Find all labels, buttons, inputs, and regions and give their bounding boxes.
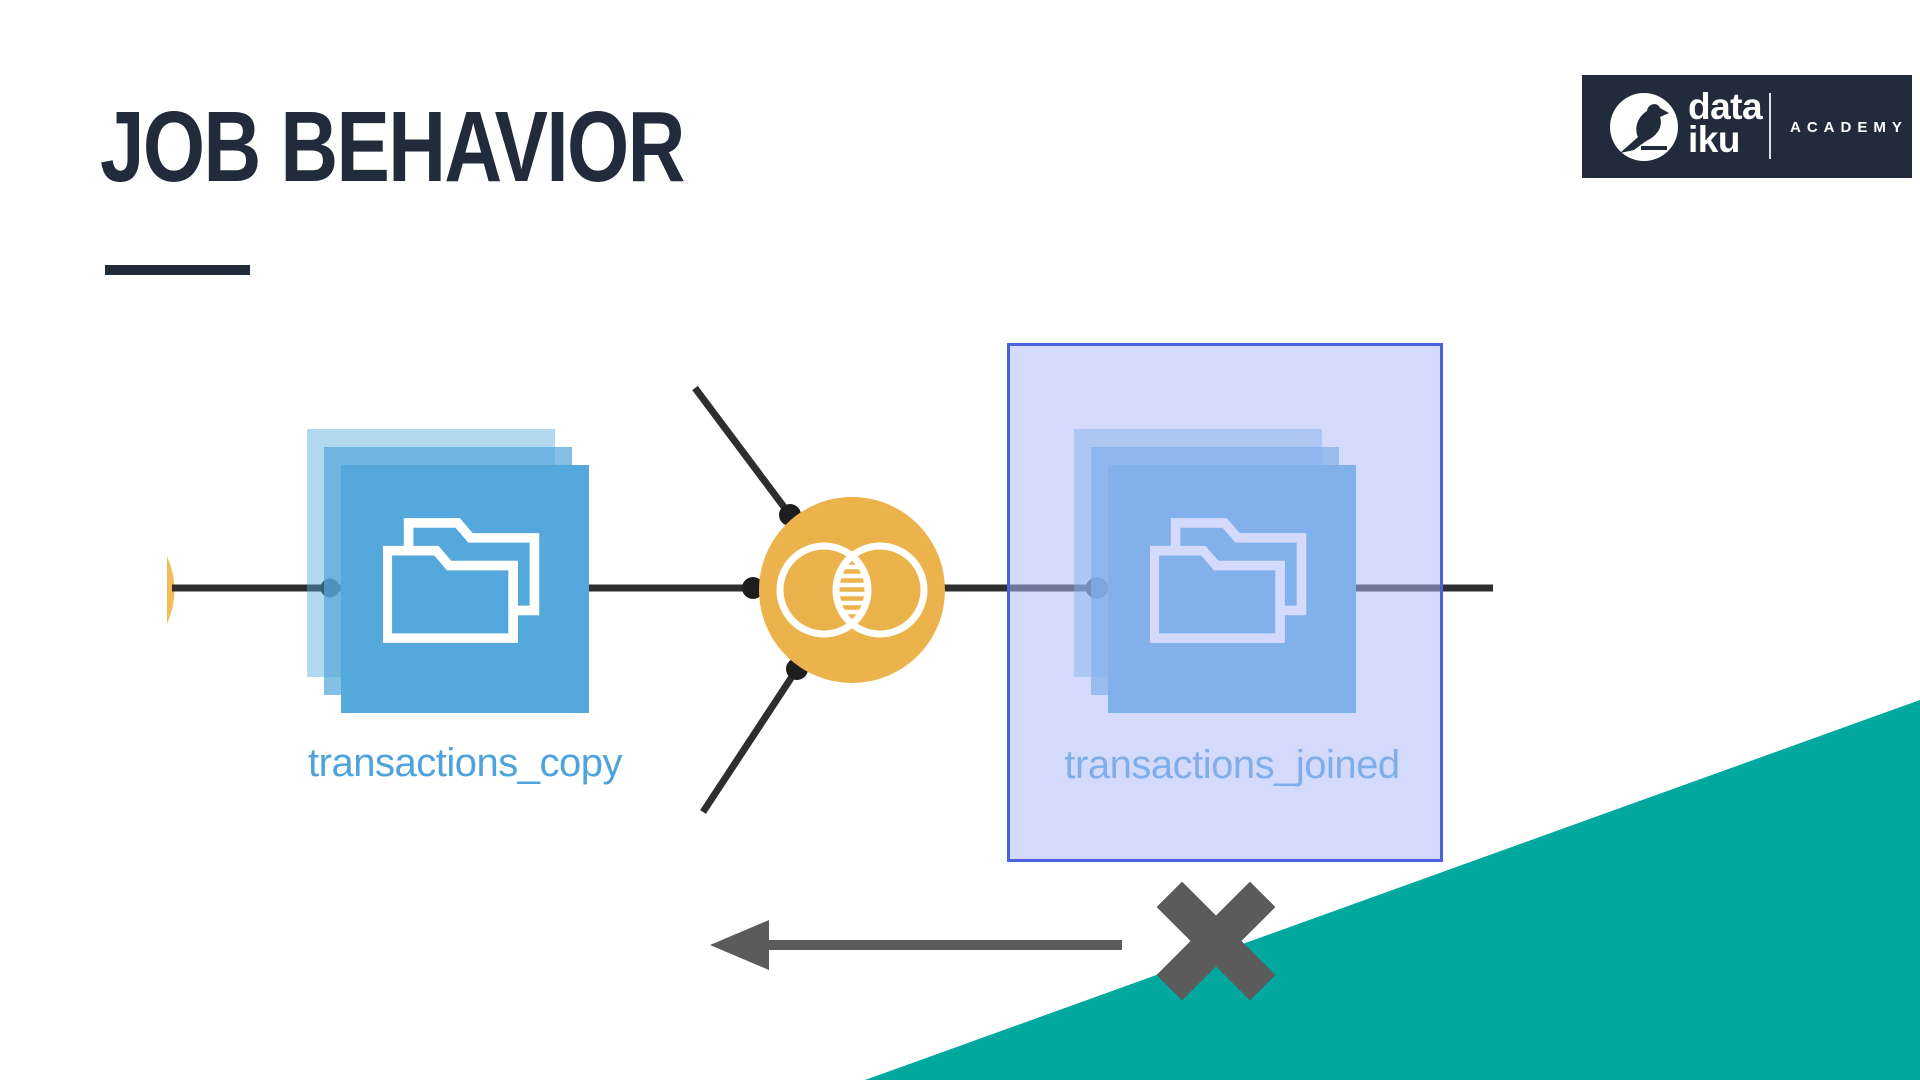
dataiku-academy-logo: data iku ACADEMY <box>1582 75 1912 178</box>
page-title: JOB BEHAVIOR <box>100 91 685 203</box>
x-mark-icon <box>1156 881 1276 1001</box>
dataset-node-transactions-copy[interactable] <box>307 429 589 713</box>
left-arrow-icon <box>710 920 1122 970</box>
logo-academy-label: ACADEMY <box>1790 119 1908 136</box>
logo-wordmark: data iku <box>1688 86 1763 160</box>
join-venn-icon <box>776 542 928 638</box>
logo-word-top: data <box>1688 86 1763 127</box>
recipe-circle[interactable] <box>759 497 945 683</box>
title-underline <box>105 265 250 275</box>
edge-top-input <box>692 385 793 518</box>
connector-dot <box>742 577 764 599</box>
clipped-upstream-node <box>167 556 175 624</box>
logo-word-bottom: iku <box>1688 119 1740 160</box>
selection-highlight-box[interactable] <box>1007 343 1443 862</box>
edge-bottom-input <box>700 667 800 814</box>
dataset-folder-icon <box>383 518 540 643</box>
dataset-layer-front <box>341 465 589 713</box>
logo-divider <box>1769 93 1771 159</box>
bird-icon <box>1610 93 1678 161</box>
dataset-label-transactions-copy: transactions_copy <box>308 741 622 785</box>
teal-corner-decoration <box>865 700 1920 1080</box>
join-recipe-node[interactable] <box>759 497 945 683</box>
